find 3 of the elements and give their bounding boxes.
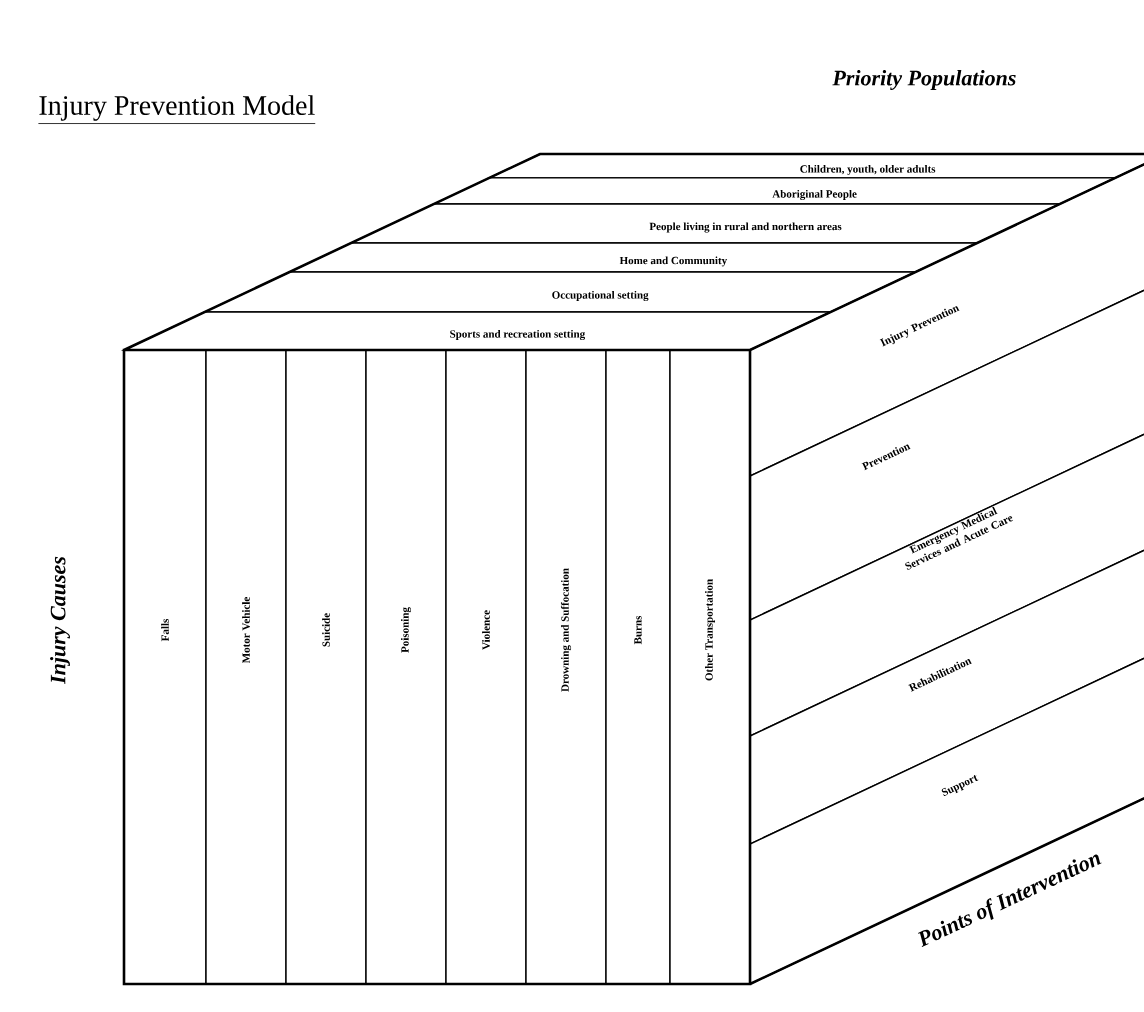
title: Injury Prevention Model	[38, 95, 316, 124]
axis-label: Priority Populations	[832, 70, 1016, 90]
axis-label: Injury Causes	[50, 556, 70, 685]
